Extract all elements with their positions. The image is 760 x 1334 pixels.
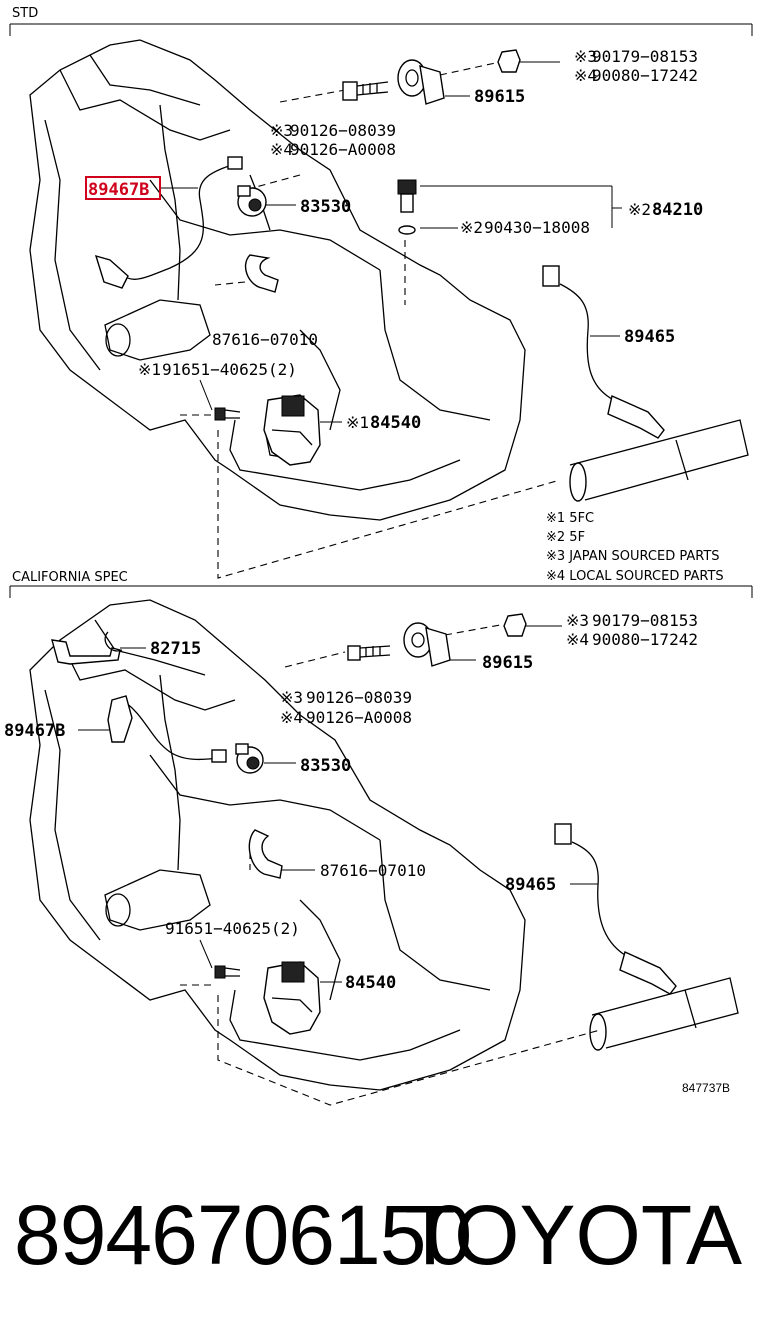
label-90179-california: 90179−08153 [592,611,698,630]
label-90126a-california: 90126−08039 [306,688,412,707]
oxygen-sensor-89467b [94,156,243,289]
label-82715: 82715 [150,639,201,659]
label-90430: 90430−18008 [484,218,590,237]
nut-90179-california [503,613,527,637]
clip-87616 [244,254,279,293]
clip-87616-california [248,829,283,879]
label-84540-california: 84540 [345,973,396,993]
switch-84210 [397,179,417,235]
oxygen-sensor-89465-california [554,823,677,995]
note-3: ※3 JAPAN SOURCED PARTS [546,549,720,564]
mark-90126b-california: ※4 [280,708,303,727]
knock-sensor-89615 [397,59,445,105]
mark-90430: ※2 [460,218,483,237]
brand-name: TOYOTA [404,1188,742,1282]
section-std: STD [9,6,753,584]
sensor-84540-california [263,961,321,1035]
label-83530-california: 83530 [300,756,351,776]
label-91651: 91651−40625(2) [162,360,297,379]
label-87616-california: 87616−07010 [320,861,426,880]
bolt-90126-california [347,645,391,661]
parts-diagram: STD [4,6,753,1106]
label-89615: 89615 [474,87,525,107]
legend-notes: ※1 5FC ※2 5F ※3 JAPAN SOURCED PARTS ※4 L… [546,511,724,584]
footer: 8946706150 TOYOTA [0,1185,760,1295]
part-number: 8946706150 [14,1188,472,1282]
section-title-std: STD [12,6,38,21]
label-89465: 89465 [624,327,675,347]
label-90126b: 90126−A0008 [290,140,396,159]
oxygen-sensor-89465 [542,265,665,439]
note-4: ※4 LOCAL SOURCED PARTS [546,569,724,584]
label-84540: 84540 [370,413,421,433]
bolt-91651 [214,407,241,421]
label-89465-california: 89465 [505,875,556,895]
nut-90179 [497,49,521,73]
mark-91651: ※1 [138,360,161,379]
label-87616: 87616−07010 [212,330,318,349]
label-84210: 84210 [652,200,703,220]
leader-lines-california [78,625,598,983]
highlight-box-89467b [85,176,161,200]
mark-90179-california: ※3 [566,611,589,630]
label-89615-california: 89615 [482,653,533,673]
oxygen-sensor-89467b-california [107,695,227,763]
bolt-90126 [342,81,389,101]
knock-sensor-89615-california [403,622,451,667]
note-2: ※2 5F [546,530,585,545]
bolt-91651-california [214,965,241,979]
mark-84210: ※2 [628,200,651,219]
label-91651-california: 91651−40625(2) [165,919,300,938]
section-title-california: CALIFORNIA SPEC [12,570,128,585]
oil-pressure-switch-83530-california [235,743,264,774]
mark-90126b: ※4 [270,140,293,159]
mark-90126a: ※3 [270,121,293,140]
mark-90179: ※3 [574,47,597,66]
leader-lines [160,61,622,423]
mark-90126a-california: ※3 [280,688,303,707]
mark-90080: ※4 [574,66,597,85]
label-90080-california: 90080−17242 [592,630,698,649]
label-89467b-highlighted[interactable]: 89467B [88,180,149,200]
label-83530: 83530 [300,197,351,217]
exhaust-pipe-california [589,977,739,1051]
label-90080: 90080−17242 [592,66,698,85]
label-90126a: 90126−08039 [290,121,396,140]
figure-code: 847737B [682,1081,730,1095]
oil-pressure-switch-83530 [237,185,267,217]
section-california: CALIFORNIA SPEC [4,570,753,1106]
engine-outline-california [29,599,526,1091]
note-1: ※1 5FC [546,511,594,526]
mark-90080-california: ※4 [566,630,589,649]
exhaust-pipe [569,419,749,502]
label-89467b-california[interactable]: 89467B [4,721,65,741]
bracket-82715 [51,631,123,665]
mark-84540: ※1 [346,413,369,432]
label-90126b-california: 90126−A0008 [306,708,412,727]
sensor-84540 [263,394,321,466]
label-90179: 90179−08153 [592,47,698,66]
